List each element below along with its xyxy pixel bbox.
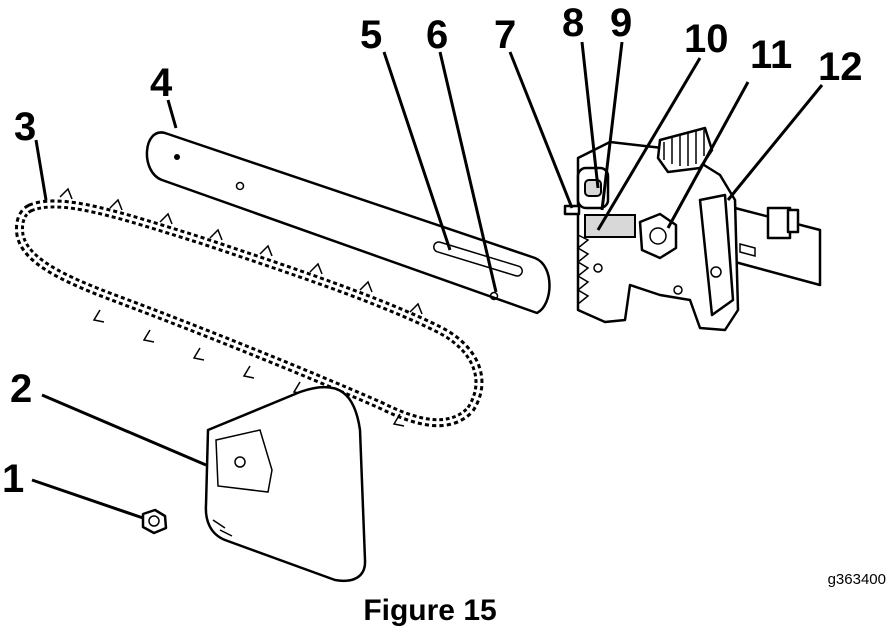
sprocket-cover-illustration	[204, 385, 367, 582]
callout-labels: 1 2 3 4 5 6 7 8 9 10 11 12	[2, 1, 863, 501]
callout-12: 12	[818, 45, 863, 89]
nut-illustration	[141, 508, 168, 535]
callout-5: 5	[360, 13, 382, 57]
callout-4: 4	[150, 61, 173, 105]
callout-3: 3	[14, 105, 36, 149]
powerhead-illustration	[563, 126, 822, 332]
callout-10: 10	[684, 17, 729, 61]
guide-bar-illustration	[145, 131, 551, 315]
callout-1: 1	[2, 457, 24, 501]
figure-caption: Figure 15	[363, 594, 496, 627]
callout-7: 7	[494, 13, 516, 57]
callout-2: 2	[10, 367, 32, 411]
callout-6: 6	[426, 13, 448, 57]
callout-8: 8	[562, 1, 584, 45]
callout-9: 9	[610, 1, 632, 45]
figure-reference-code: g363400	[828, 571, 886, 588]
leader-lines	[31, 41, 824, 520]
callout-11: 11	[750, 33, 792, 77]
